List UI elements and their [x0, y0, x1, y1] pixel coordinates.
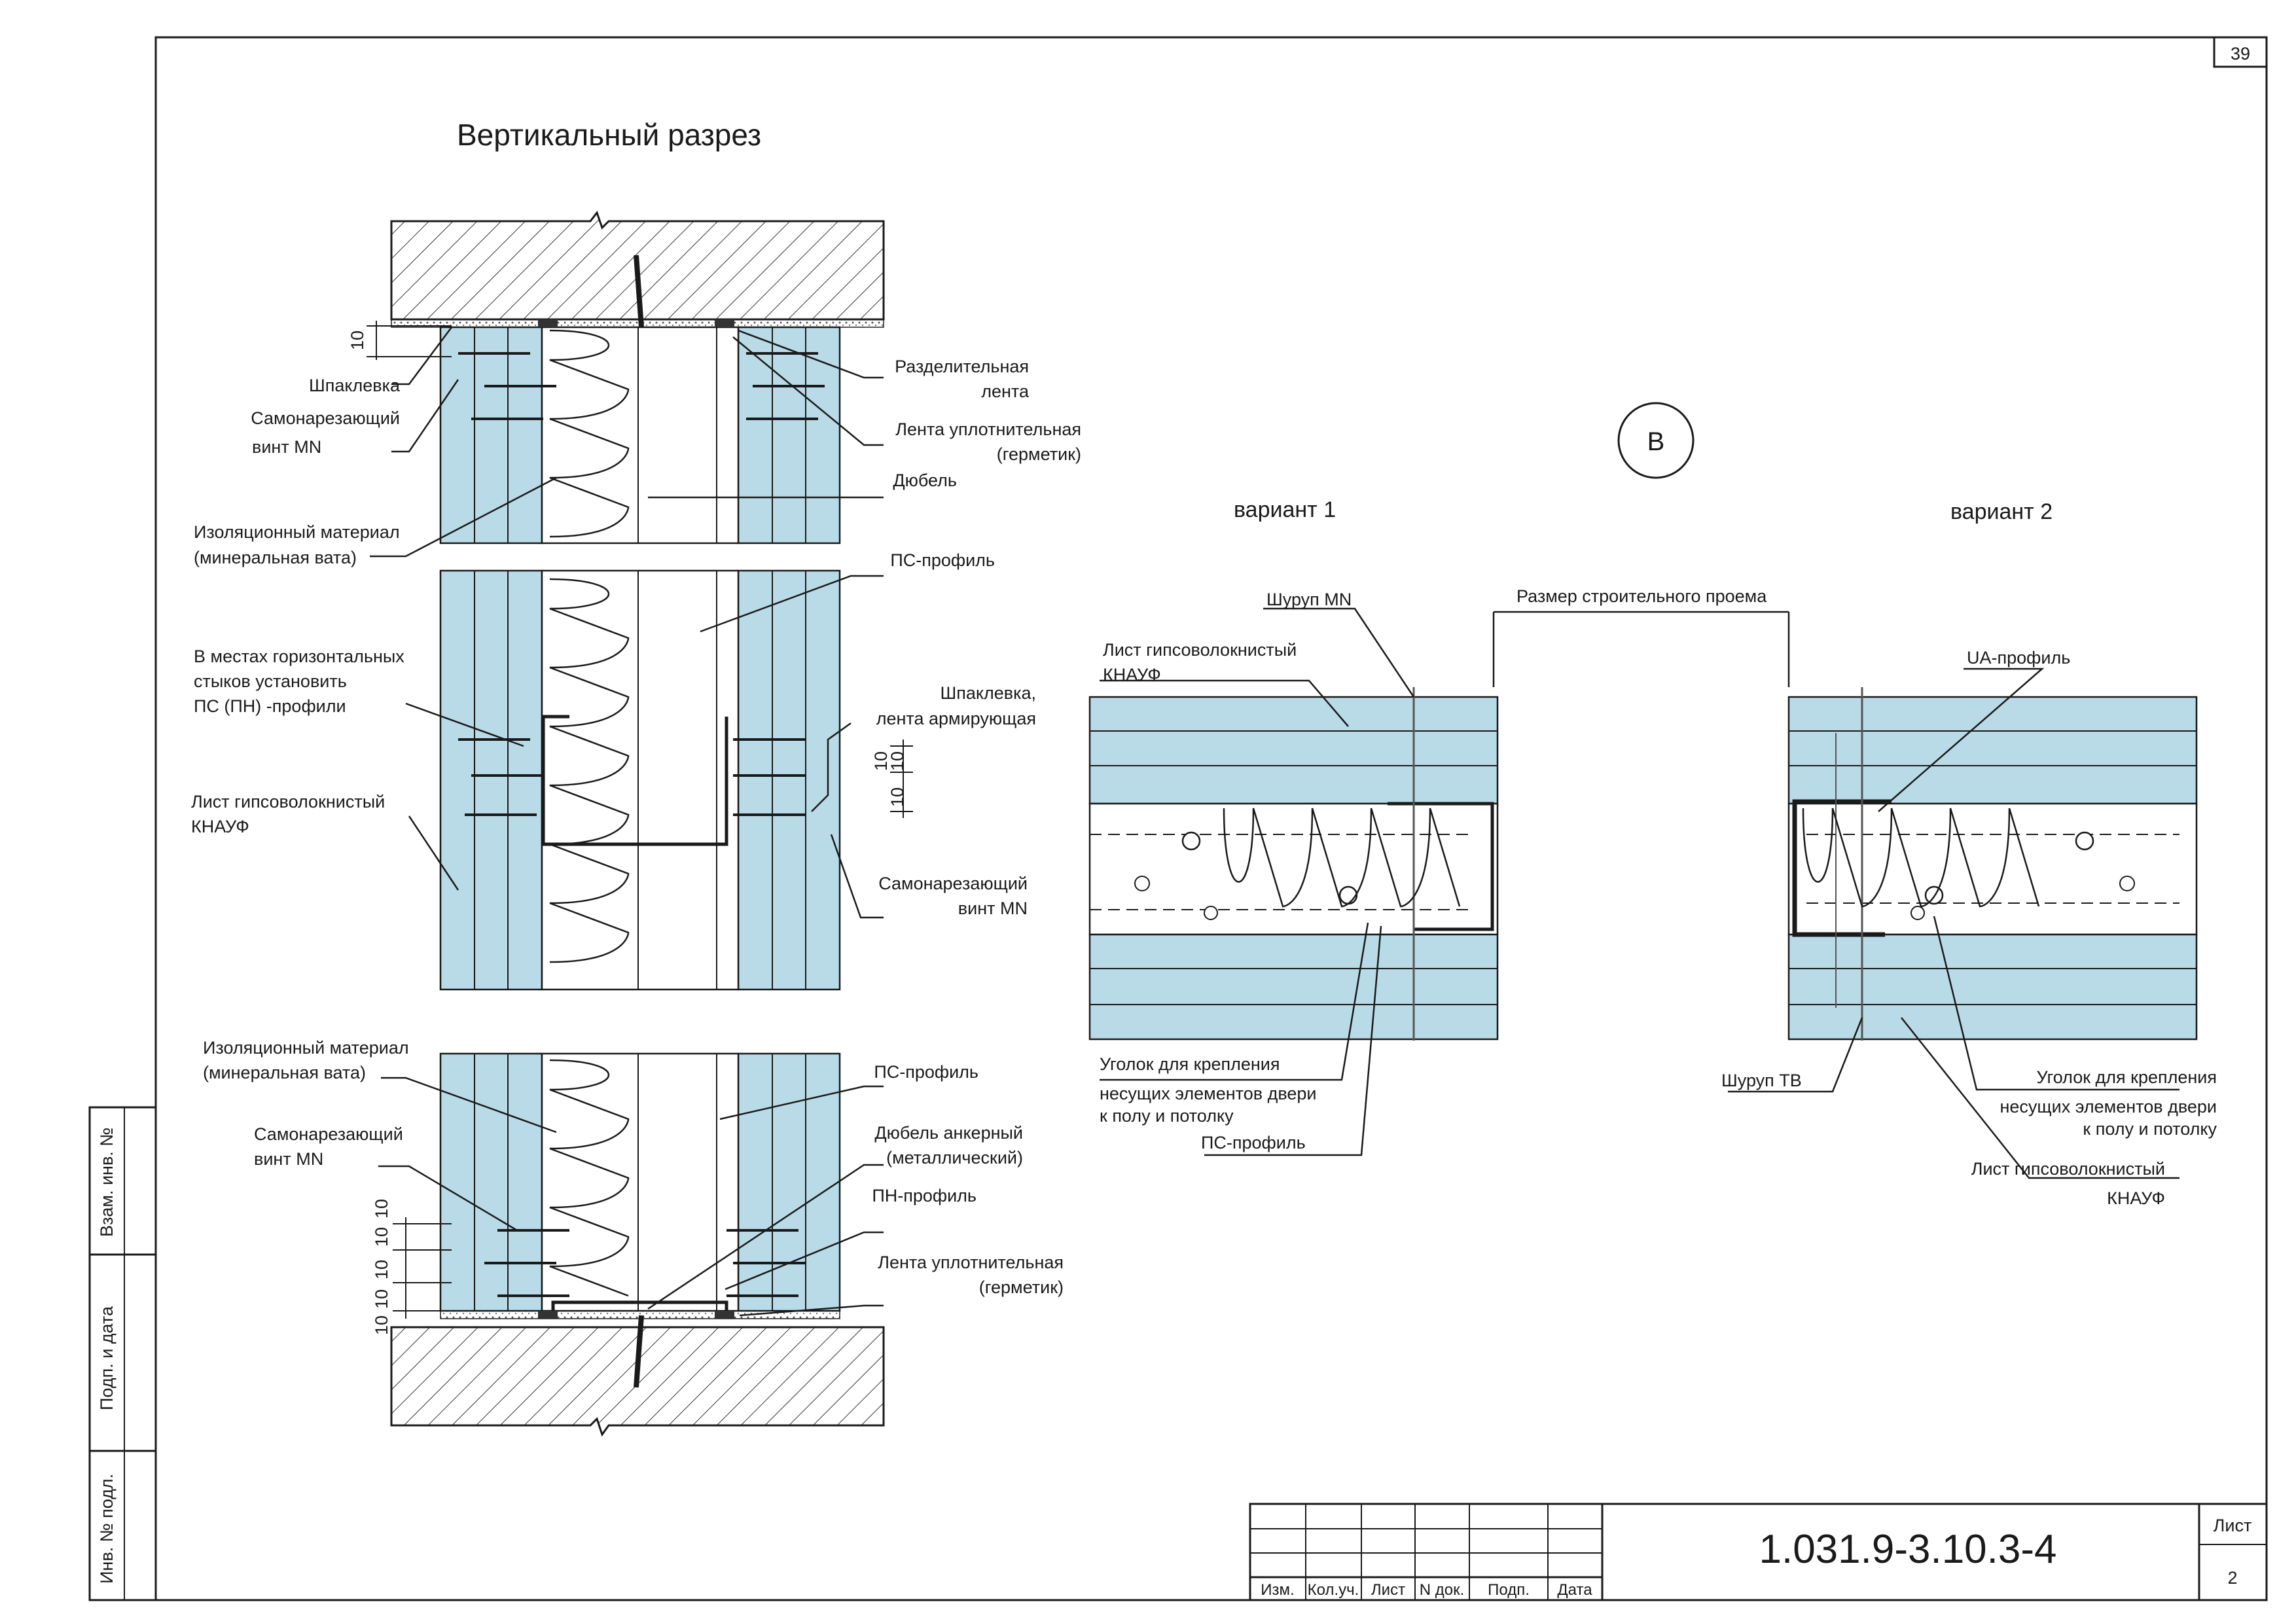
wool-zigzag — [549, 578, 630, 963]
label-dowel: Дюбель — [893, 471, 957, 490]
plan-variant-1 — [1088, 687, 1499, 1041]
dim-10-bot-b: 10 — [372, 1260, 391, 1279]
label-separating-tape: Разделительная — [895, 357, 1029, 376]
label-insulation-1b: (минеральная вата) — [194, 548, 357, 567]
screws — [458, 352, 825, 1297]
wall-segment-bottom — [439, 1052, 841, 1319]
label-corner-1c: к полу и потолку — [1100, 1106, 1234, 1126]
label-insulation-2: Изоляционный материал — [203, 1038, 409, 1058]
doc-code: 1.031.9-3.10.3-4 — [1759, 1527, 2056, 1572]
wall-segment-middle — [439, 569, 841, 991]
label-corner-1b: несущих элементов двери — [1100, 1084, 1317, 1103]
label-anchor-dowel: Дюбель анкерный — [874, 1123, 1023, 1143]
sheet-number: 39 — [2231, 44, 2250, 63]
label-screw-tb: Шуруп ТВ — [1721, 1071, 1802, 1090]
label-ps-profile-1: ПС-профиль — [890, 550, 995, 570]
label-shpaklevka-tape: Шпаклевка, — [940, 683, 1036, 703]
leader-lines-left — [370, 327, 884, 1317]
label-gvl-plan-1: Лист гипсоволокнистый — [1103, 640, 1297, 660]
mineral-wool-insulation — [549, 329, 630, 1297]
leader-lines-right — [1100, 607, 2179, 1179]
dim-10-mid-b: 10 — [888, 787, 907, 807]
variant-1-label: вариант 1 — [1234, 497, 1336, 522]
list-label: Лист — [2214, 1516, 2252, 1535]
label-ps-profile-plan: ПС-профиль — [1201, 1133, 1306, 1152]
label-sealing-tape-1: Лента уплотнительная — [895, 419, 1081, 439]
label-horiz-joints-2: стыков установить — [194, 671, 347, 691]
wool-zigzag — [1802, 808, 2040, 908]
label-corner-1: Уголок для крепления — [1100, 1054, 1280, 1074]
anchor-dowel-icon — [634, 255, 644, 1388]
tb-col-izm: Изм. — [1261, 1581, 1294, 1599]
list-number: 2 — [2227, 1568, 2237, 1588]
label-insulation-1: Изоляционный материал — [194, 522, 400, 542]
label-screw-mn-plan: Шуруп MN — [1266, 590, 1352, 609]
label-opening-size: Размер строительного проема — [1516, 586, 1767, 606]
tb-col-kolvo: Кол.уч. — [1308, 1581, 1359, 1599]
dim-10-bot-a: 10 — [372, 1227, 391, 1247]
label-gvl-sheet-1b: КНАУФ — [191, 817, 249, 836]
title-block-columns: Изм. Кол.уч. Лист N док. Подп. Дата — [1261, 1581, 1592, 1599]
label-anchor-dowel-b: (металлический) — [886, 1148, 1023, 1168]
stamp-inv: Инв. № подл. — [97, 1474, 117, 1584]
label-insulation-2b: (минеральная вата) — [203, 1063, 366, 1082]
callout-circle — [1617, 402, 1695, 479]
wool-zigzag — [549, 1059, 630, 1297]
label-corner-2b: несущих элементов двери — [2000, 1097, 2217, 1116]
wall-segment-top — [439, 319, 841, 544]
label-shpaklevka-tape-b: лента армирующая — [876, 709, 1036, 728]
label-separating-tape-b: лента — [981, 382, 1030, 401]
label-corner-2c: к полу и потолку — [2083, 1119, 2217, 1139]
side-stamp — [88, 1106, 157, 1601]
label-ua-profile: UA-профиль — [1967, 648, 2070, 668]
tb-col-podp: Подп. — [1488, 1581, 1530, 1599]
label-screw-mn-1b: винт MN — [252, 437, 321, 457]
label-pn-profile: ПН-профиль — [872, 1186, 977, 1205]
sheet-number-box — [2213, 36, 2268, 68]
plan-variant-2 — [1787, 687, 2198, 1041]
tb-col-ndok: N док. — [1420, 1581, 1465, 1599]
label-sealing-tape-2: Лента уплотнительная — [878, 1253, 1064, 1272]
label-sealing-tape-2b: (герметик) — [979, 1277, 1064, 1297]
dim-10-bot-c: 10 — [372, 1289, 391, 1309]
dim-10-bot-d: 10 — [372, 1199, 391, 1219]
label-sealing-tape-1b: (герметик) — [997, 444, 1081, 464]
label-screw-mn-3: Самонарезающий — [878, 874, 1028, 893]
label-shpaklevka: Шпаклевка — [309, 376, 401, 395]
label-ps-profile-2: ПС-профиль — [874, 1062, 978, 1082]
plan-wool-variant-1 — [1223, 808, 1461, 908]
label-corner-2: Уголок для крепления — [2037, 1067, 2217, 1087]
label-screw-mn-2: Самонарезающий — [254, 1124, 403, 1144]
dimension-lines — [367, 321, 913, 1319]
page-title: Вертикальный разрез — [457, 118, 761, 152]
label-screw-mn-2b: винт MN — [254, 1149, 323, 1169]
label-gvl-plan-2: Лист гипсоволокнистый — [1971, 1159, 2165, 1179]
stamp-vzam: Взам. инв. № — [97, 1128, 117, 1237]
plan-wool-variant-2 — [1802, 808, 2040, 908]
label-gvl-sheet-1: Лист гипсоволокнистый — [191, 792, 385, 812]
callout-letter: В — [1647, 427, 1665, 456]
title-block — [1249, 1503, 2268, 1601]
label-gvl-plan-1b: КНАУФ — [1103, 665, 1161, 685]
label-horiz-joints-3: ПС (ПН) -профили — [194, 696, 346, 716]
wool-zigzag — [549, 329, 630, 538]
dim-10-top: 10 — [348, 330, 367, 350]
dim-10-mid-a: 10 — [888, 751, 907, 771]
label-horiz-joints-1: В местах горизонтальных — [194, 647, 404, 666]
opening-dimension — [1492, 611, 1790, 687]
tb-col-data: Дата — [1557, 1581, 1592, 1599]
tb-col-list: Лист — [1371, 1581, 1405, 1599]
variant-2-label: вариант 2 — [1950, 499, 2053, 524]
stamp-podp: Подп. и дата — [97, 1306, 117, 1410]
label-screw-mn-3b: винт MN — [958, 899, 1028, 918]
wool-zigzag — [1223, 808, 1461, 908]
label-screw-mn-1: Самонарезающий — [251, 408, 400, 428]
dim-10-mid-c: 10 — [871, 751, 891, 771]
label-gvl-plan-2b: КНАУФ — [2107, 1188, 2165, 1208]
sheet-frame — [154, 36, 2268, 1601]
dim-10-bot-e: 10 — [372, 1315, 391, 1335]
